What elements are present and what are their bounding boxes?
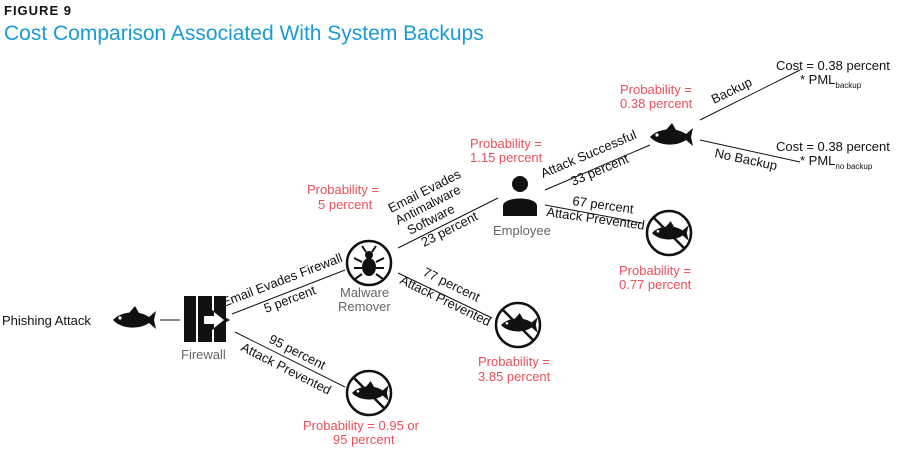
no-fish-icon (645, 209, 693, 257)
fish-icon (650, 123, 693, 146)
no-fish-icon (494, 301, 542, 349)
prob-success-2: 0.38 percent (620, 96, 693, 111)
figure-title: Cost Comparison Associated With System B… (4, 22, 484, 45)
prob-mw-prevent-2: 3.85 percent (478, 369, 551, 384)
prob-fw-prevent-2: 95 percent (333, 432, 395, 447)
no-fish-icon (345, 369, 393, 417)
prob-emp-prevent-2: 0.77 percent (619, 277, 692, 292)
cost-nobackup-line1: Cost = 0.38 percent (776, 139, 890, 154)
bug-icon (345, 239, 393, 287)
start-node-label: Phishing Attack (2, 313, 91, 328)
cost-backup-sub: backup (835, 81, 861, 90)
prob-success-1: Probability = (620, 82, 692, 97)
cost-nobackup-sub: no backup (835, 162, 872, 171)
prob-emp-prevent-1: Probability = (619, 263, 691, 278)
edge-malware-employee (397, 197, 499, 249)
cost-backup-star: * PML (800, 72, 835, 87)
cost-backup-line2: * PMLbackup (800, 72, 862, 90)
edge-employee-fish (544, 144, 651, 191)
figure-label: FIGURE 9 (4, 3, 72, 18)
malware-node-label-1: Malware (340, 285, 389, 300)
prob-emp-2: 1.15 percent (470, 150, 543, 165)
no-backup-label: No Backup (713, 145, 778, 173)
firewall-door-icon (184, 296, 230, 342)
prob-emp-1: Probability = (470, 136, 542, 151)
cost-backup-line1: Cost = 0.38 percent (776, 58, 890, 73)
edge-employee-prevented (544, 204, 643, 224)
edge-firewall-prevented (234, 331, 346, 388)
edge-backup (699, 69, 801, 121)
edge-malware-prevented (397, 272, 493, 319)
firewall-node-label: Firewall (181, 347, 226, 362)
cost-nobackup-star: * PML (800, 153, 835, 168)
prob-mw-evade-2: 5 percent (318, 197, 373, 212)
prob-mw-prevent-1: Probability = (478, 354, 550, 369)
edges (160, 69, 801, 388)
person-icon (503, 176, 537, 216)
edge-firewall-malware (231, 269, 346, 315)
edge-no-backup (699, 139, 801, 163)
malware-node-label-2: Remover (338, 299, 391, 314)
backup-label: Backup (709, 74, 755, 106)
cost-nobackup-line2: * PMLno backup (800, 153, 873, 171)
prob-fw-prevent-1: Probability = 0.95 or (303, 418, 420, 433)
fish-icon (113, 306, 156, 329)
prob-mw-evade-1: Probability = (307, 182, 379, 197)
employee-node-label: Employee (493, 223, 551, 238)
